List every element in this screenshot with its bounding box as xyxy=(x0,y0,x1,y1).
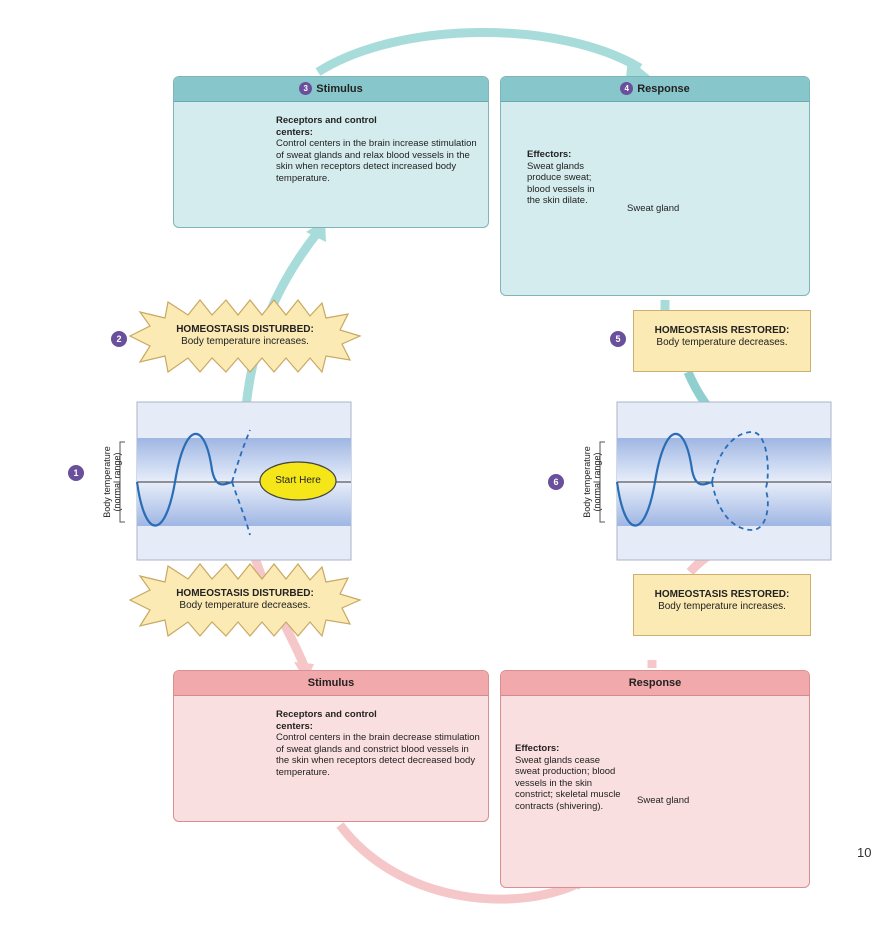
disturbed-up-text: Body temperature increases. xyxy=(181,336,309,347)
stimulus-body-top: Control centers in the brain increase st… xyxy=(276,138,477,184)
response-title-bottom: Effectors: xyxy=(515,743,560,754)
graph-right-ylabel: Body temperature (normal range) xyxy=(582,446,602,518)
response-box-bottom: Response Effectors: Sweat glands cease s… xyxy=(500,670,810,888)
disturbed-down-text: Body temperature decreases. xyxy=(179,600,311,611)
disturbed-up-label: HOMEOSTASIS DISTURBED: Body temperature … xyxy=(150,324,340,348)
restored-up-text: Body temperature increases. xyxy=(658,601,786,612)
graph-right xyxy=(615,401,832,561)
wave-left-dashed xyxy=(231,429,251,536)
response-body-top: Sweat glands produce sweat; blood vessel… xyxy=(527,160,595,207)
stimulus-header-bottom: Stimulus xyxy=(174,671,488,696)
restored-down-title: HOMEOSTASIS RESTORED: xyxy=(654,325,790,336)
restored-down-text: Body temperature decreases. xyxy=(656,337,788,348)
response-text-bottom: Effectors: Sweat glands cease sweat prod… xyxy=(515,743,625,812)
response-text-top: Effectors: Sweat glands produce sweat; b… xyxy=(527,149,607,207)
page-number: 10 xyxy=(857,845,872,860)
disturbed-down-label: HOMEOSTASIS DISTURBED: Body temperature … xyxy=(150,588,340,612)
step-badge-4: 4 xyxy=(620,82,634,95)
response-header-bottom: Response xyxy=(501,671,809,696)
step-badge-1: 1 xyxy=(68,465,84,481)
sweat-gland-label-bottom: Sweat gland xyxy=(637,795,690,806)
arrow-top-head xyxy=(626,58,650,78)
burst-up xyxy=(128,299,362,374)
step-badge-3: 3 xyxy=(299,82,313,95)
stimulus-body-bottom: Control centers in the brain decrease st… xyxy=(276,732,480,778)
step-badge-2: 2 xyxy=(111,331,127,347)
wave-right xyxy=(615,432,713,527)
step-badge-6: 6 xyxy=(548,474,564,490)
stimulus-title-bottom: Receptors and control centers: xyxy=(276,709,377,732)
stimulus-box-bottom: Stimulus Receptors and control centers: … xyxy=(173,670,489,822)
restored-up-box: HOMEOSTASIS RESTORED: Body temperature i… xyxy=(633,574,811,636)
sweat-gland-label-top: Sweat gland xyxy=(627,203,680,214)
graph-left-ylabel: Body temperature (normal range) xyxy=(102,446,122,518)
graph-left xyxy=(135,401,352,561)
bracket-right xyxy=(599,441,605,523)
disturbed-up-title: HOMEOSTASIS DISTURBED: xyxy=(176,324,314,335)
stimulus-text-bottom: Receptors and control centers: Control c… xyxy=(276,709,481,778)
restored-up-title: HOMEOSTASIS RESTORED: xyxy=(654,589,790,600)
arrow-top-curve xyxy=(315,28,643,76)
wave-right-dashed xyxy=(711,431,769,531)
start-here-label: Start Here xyxy=(275,475,321,486)
response-body-bottom: Sweat glands cease sweat production; blo… xyxy=(515,754,621,812)
disturbed-down-title: HOMEOSTASIS DISTURBED: xyxy=(176,588,314,599)
stimulus-text-top: Receptors and control centers: Control c… xyxy=(276,115,481,184)
step-badge-5: 5 xyxy=(610,331,626,347)
response-title-top: Effectors: xyxy=(527,149,572,160)
start-here-oval xyxy=(259,461,337,501)
burst-down xyxy=(128,563,362,638)
arrow-bottom-curve xyxy=(336,822,588,904)
restored-down-box: HOMEOSTASIS RESTORED: Body temperature d… xyxy=(633,310,811,372)
wave-left xyxy=(135,432,233,527)
bracket-left xyxy=(119,441,125,523)
stimulus-title-top: Receptors and control centers: xyxy=(276,115,377,138)
